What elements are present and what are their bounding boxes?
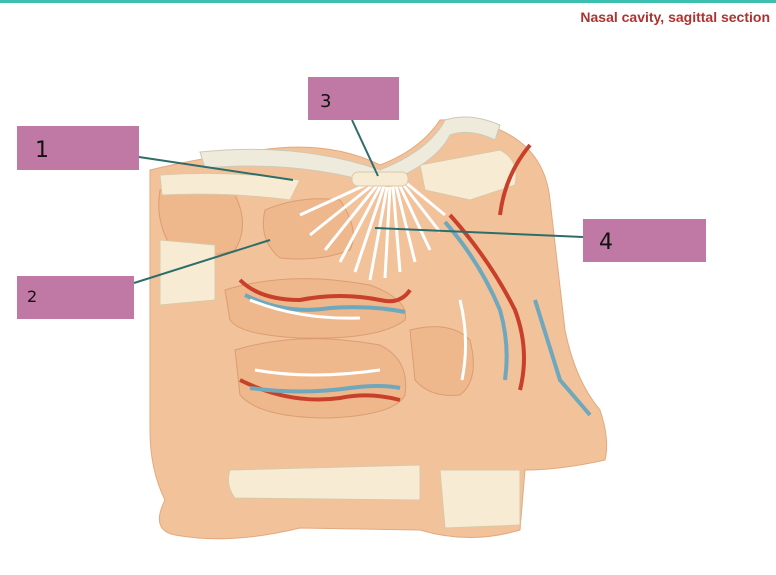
cranial-roof <box>199 116 501 186</box>
vein-upper <box>244 293 406 314</box>
turbinate-upper <box>262 198 354 260</box>
cribriform-bone <box>159 172 301 201</box>
vestibule <box>409 326 474 396</box>
label-number-1: 1 <box>35 138 49 163</box>
label-number-2: 2 <box>27 287 38 306</box>
skull-base-bone <box>159 239 216 306</box>
vein-nasal <box>443 220 509 381</box>
nasal-cartilage <box>533 299 592 417</box>
top-accent-rule <box>0 0 776 3</box>
leader-line-4 <box>374 227 584 238</box>
label-number-3: 3 <box>320 91 332 112</box>
palate-bone <box>227 464 421 501</box>
page-title: Nasal cavity, sagittal section <box>580 9 770 25</box>
turbinate-lower <box>234 338 407 419</box>
leader-line-3 <box>351 119 379 177</box>
label-box-4[interactable]: 4 <box>583 219 706 262</box>
artery-nasal <box>448 213 526 391</box>
artery-frontal <box>498 143 532 216</box>
maxilla-bone <box>439 469 521 529</box>
label-box-3[interactable]: 3 <box>308 77 399 120</box>
nerve-branches <box>249 298 468 381</box>
label-box-1[interactable]: 1 <box>17 126 139 170</box>
olfactory-bulb <box>351 171 409 187</box>
label-box-2[interactable]: 2 <box>17 276 134 319</box>
leader-line-2 <box>133 239 271 284</box>
leader-line-1 <box>138 156 294 181</box>
artery-upper <box>238 278 412 304</box>
label-number-4: 4 <box>599 230 613 255</box>
vein-lower <box>249 384 401 394</box>
